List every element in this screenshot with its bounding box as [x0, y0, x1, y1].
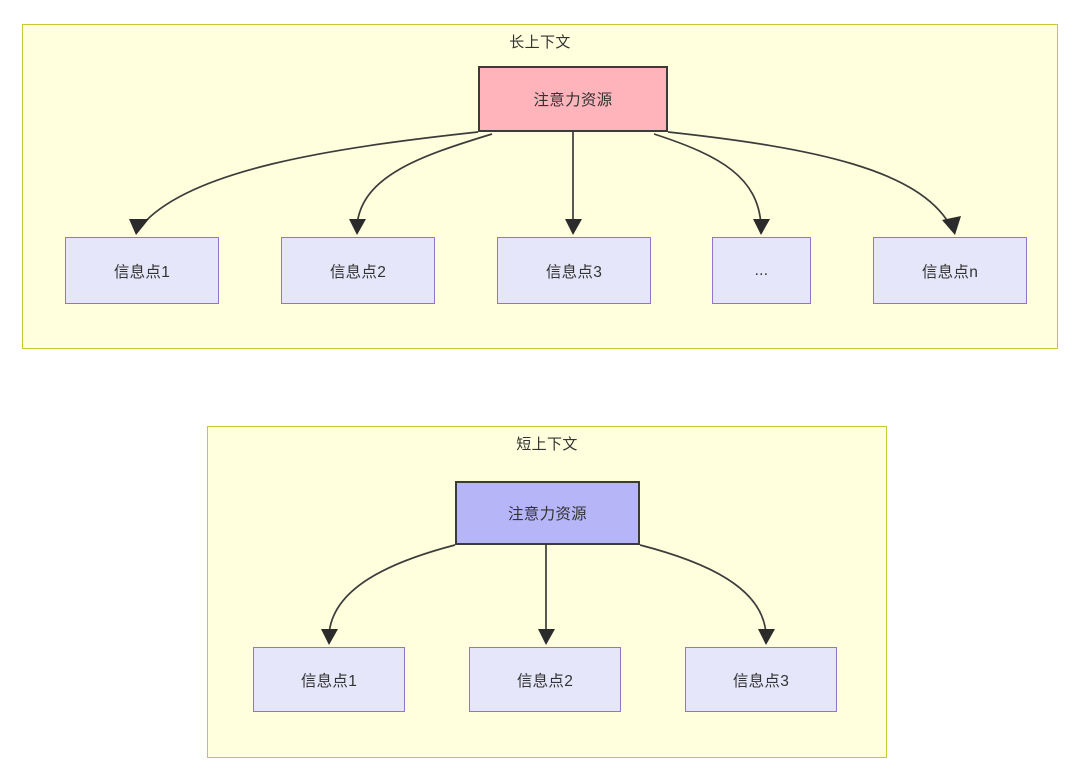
- node-label: 信息点3: [732, 672, 790, 690]
- node-label: 信息点2: [329, 263, 387, 281]
- node-info-point-ellipsis-long[interactable]: ...: [712, 237, 811, 304]
- node-info-point-3-long[interactable]: 信息点3: [497, 237, 651, 304]
- node-info-point-2-long[interactable]: 信息点2: [281, 237, 435, 304]
- node-attention-resource-short[interactable]: 注意力资源: [455, 481, 640, 545]
- node-label: 注意力资源: [507, 506, 587, 523]
- node-label: 信息点2: [516, 672, 574, 690]
- node-label: 信息点n: [921, 263, 979, 281]
- node-label: 信息点1: [300, 672, 358, 690]
- node-info-point-1-long[interactable]: 信息点1: [65, 237, 219, 304]
- node-label: 信息点1: [113, 263, 171, 281]
- group-short-context-title: 短上下文: [516, 436, 578, 453]
- node-info-point-1-short[interactable]: 信息点1: [253, 647, 405, 712]
- node-label: 注意力资源: [533, 92, 613, 109]
- node-info-point-3-short[interactable]: 信息点3: [685, 647, 837, 712]
- node-info-point-2-short[interactable]: 信息点2: [469, 647, 621, 712]
- group-long-context-title: 长上下文: [509, 34, 571, 51]
- node-label: 信息点3: [545, 263, 603, 281]
- node-attention-resource-long[interactable]: 注意力资源: [478, 66, 668, 132]
- node-label: ...: [754, 261, 769, 279]
- node-info-point-n-long[interactable]: 信息点n: [873, 237, 1027, 304]
